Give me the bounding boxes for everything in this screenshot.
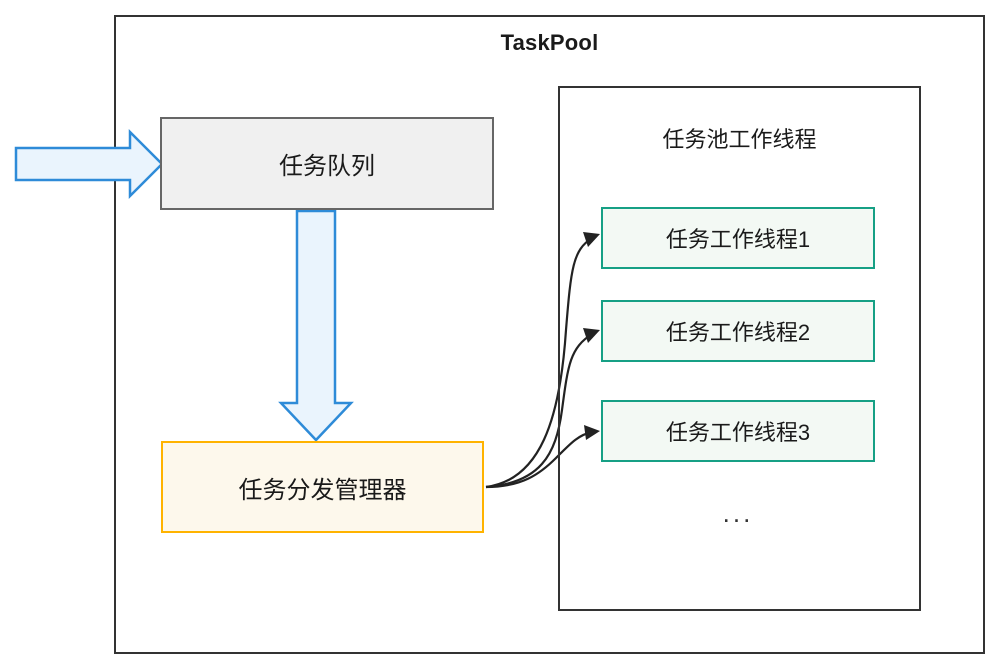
dispatch-manager-label: 任务分发管理器 bbox=[238, 476, 407, 504]
worker-thread-box-1[interactable]: 任务工作线程1 bbox=[601, 207, 875, 269]
task-queue-box[interactable]: 任务队列 bbox=[160, 117, 494, 210]
worker-thread-label-2: 任务工作线程2 bbox=[665, 320, 811, 345]
diagram-title: TaskPool bbox=[500, 30, 599, 55]
worker-thread-box-2[interactable]: 任务工作线程2 bbox=[601, 300, 875, 362]
worker-pool-title: 任务池工作线程 bbox=[662, 127, 817, 152]
worker-thread-label-1: 任务工作线程1 bbox=[665, 227, 811, 252]
worker-pool-panel bbox=[558, 86, 921, 611]
taskpool-container bbox=[114, 15, 985, 654]
task-queue-label: 任务队列 bbox=[279, 153, 375, 180]
worker-thread-label-3: 任务工作线程3 bbox=[665, 420, 811, 445]
dispatch-manager-box[interactable]: 任务分发管理器 bbox=[161, 441, 484, 533]
worker-thread-box-3[interactable]: 任务工作线程3 bbox=[601, 400, 875, 462]
worker-list-ellipsis: ... bbox=[722, 498, 754, 528]
